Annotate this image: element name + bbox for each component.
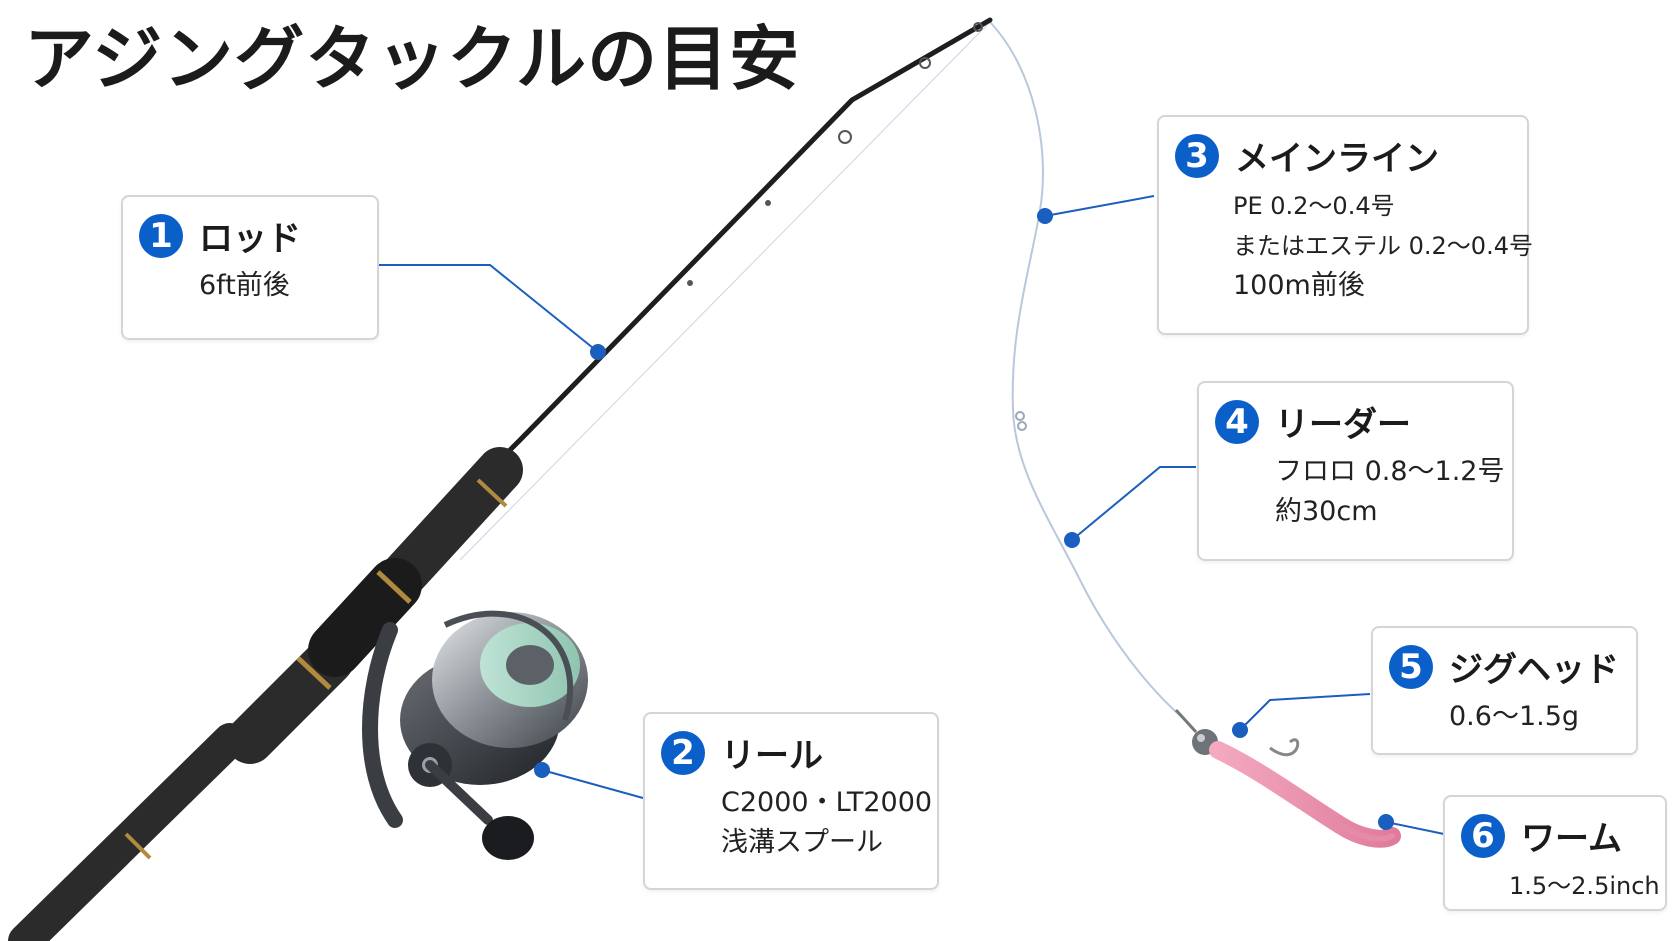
line-knot-icon — [1015, 411, 1025, 421]
callout-leader-1 — [376, 264, 606, 360]
line-knot-icon — [1017, 421, 1027, 431]
callout-worm: 6 ワーム 1.5〜2.5inch — [1443, 795, 1667, 911]
callout-leader-6 — [1378, 814, 1445, 835]
number-badge: 3 — [1175, 133, 1219, 178]
number-badge: 6 — [1461, 813, 1505, 858]
callout-jig-head: 5 ジグヘッド 0.6〜1.5g — [1371, 626, 1638, 755]
spec-line: 0.6〜1.5g — [1449, 701, 1580, 732]
spec-line: 約30cm — [1275, 496, 1378, 527]
callout-title: ワーム — [1521, 819, 1622, 859]
callout-title: ロッド — [199, 219, 301, 259]
spec-line: 1.5〜2.5inch — [1509, 872, 1660, 900]
number-badge: 5 — [1389, 644, 1433, 689]
callout-rod: 1 ロッド 6ft前後 — [121, 195, 379, 340]
spec-line: 100m前後 — [1233, 270, 1365, 301]
callout-title: ジグヘッド — [1449, 650, 1619, 690]
spec-line: 6ft前後 — [199, 270, 290, 301]
callout-leader: 4 リーダー フロロ 0.8〜1.2号 約30cm — [1197, 381, 1514, 561]
worm-lure-icon — [1209, 741, 1401, 848]
callout-leader-3 — [1037, 195, 1155, 224]
page-title: アジングタックルの目安 — [24, 18, 801, 100]
callout-title: リール — [721, 736, 823, 776]
callout-reel: 2 リール C2000・LT2000 浅溝スプール — [643, 712, 939, 890]
callout-title: メインライン — [1235, 139, 1439, 179]
fishing-rod-icon — [8, 17, 993, 941]
spec-line: PE 0.2〜0.4号 — [1233, 192, 1395, 220]
spinning-reel-icon — [362, 610, 588, 860]
spec-line: C2000・LT2000 — [721, 787, 933, 818]
spec-line: またはエステル 0.2〜0.4号 — [1233, 232, 1533, 260]
spec-line: 浅溝スプール — [721, 827, 883, 858]
callout-title: リーダー — [1275, 405, 1411, 445]
number-badge: 2 — [661, 730, 705, 775]
rod-guide-line — [459, 21, 991, 561]
number-badge: 4 — [1215, 399, 1259, 444]
callout-leader-5 — [1232, 693, 1371, 738]
callout-main-line: 3 メインライン PE 0.2〜0.4号 またはエステル 0.2〜0.4号 10… — [1157, 115, 1533, 335]
number-badge: 1 — [139, 213, 183, 258]
callout-leader-2 — [534, 762, 644, 799]
spec-line: フロロ 0.8〜1.2号 — [1275, 456, 1505, 487]
callout-leader-4 — [1064, 466, 1196, 548]
fishing-line — [989, 21, 1186, 721]
